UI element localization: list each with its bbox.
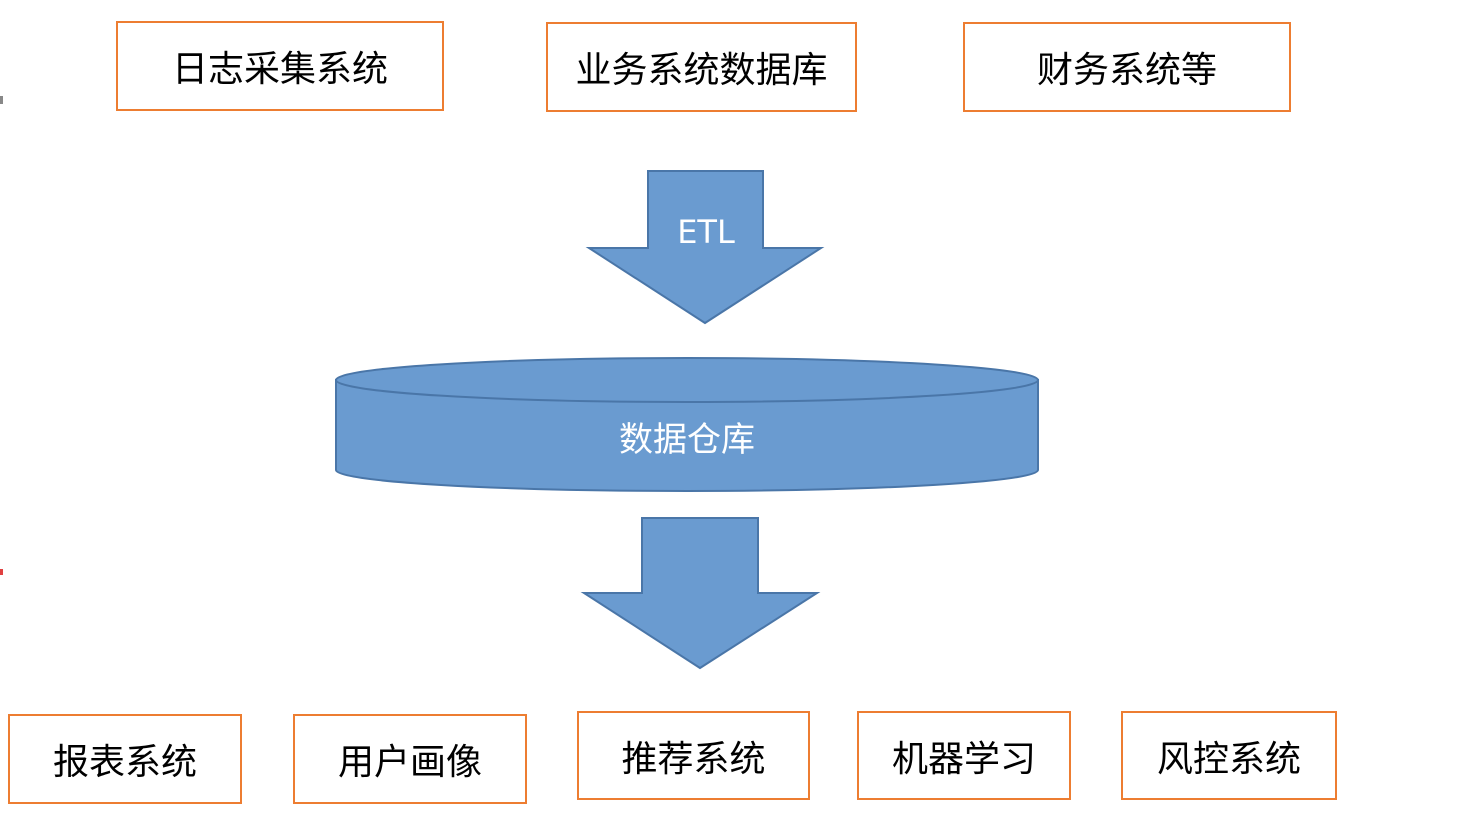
output-recommendation-label: 推荐系统	[621, 738, 766, 780]
etl-arrow	[585, 170, 825, 325]
cylinder-body	[335, 379, 1039, 492]
source-log-collection-label: 日志采集系统	[171, 49, 388, 90]
output-recommendation-box: 推荐系统	[577, 711, 810, 800]
output-machine-learning-label: 机器学习	[891, 738, 1036, 780]
data-warehouse-cylinder	[335, 357, 1039, 492]
source-log-collection-box: 日志采集系统	[116, 21, 444, 111]
left-edge-mark-bottom	[0, 569, 3, 575]
output-report-system-box: 报表系统	[8, 714, 242, 804]
output-risk-control-box: 风控系统	[1121, 711, 1337, 800]
source-business-db-box: 业务系统数据库	[546, 22, 857, 112]
source-business-db-label: 业务系统数据库	[575, 50, 828, 91]
cylinder-top	[335, 357, 1039, 403]
left-edge-mark-top	[0, 96, 3, 104]
output-arrow	[580, 517, 821, 670]
output-user-profile-label: 用户画像	[337, 742, 482, 783]
output-user-profile-box: 用户画像	[293, 714, 527, 804]
etl-arrow-label: ETL	[677, 213, 735, 251]
output-machine-learning-box: 机器学习	[857, 711, 1071, 800]
source-finance-box: 财务系统等	[963, 22, 1291, 112]
source-finance-label: 财务系统等	[1036, 50, 1217, 91]
output-risk-control-label: 风控系统	[1156, 738, 1301, 780]
data-warehouse-label: 数据仓库	[619, 420, 755, 460]
output-report-system-label: 报表系统	[52, 742, 197, 783]
